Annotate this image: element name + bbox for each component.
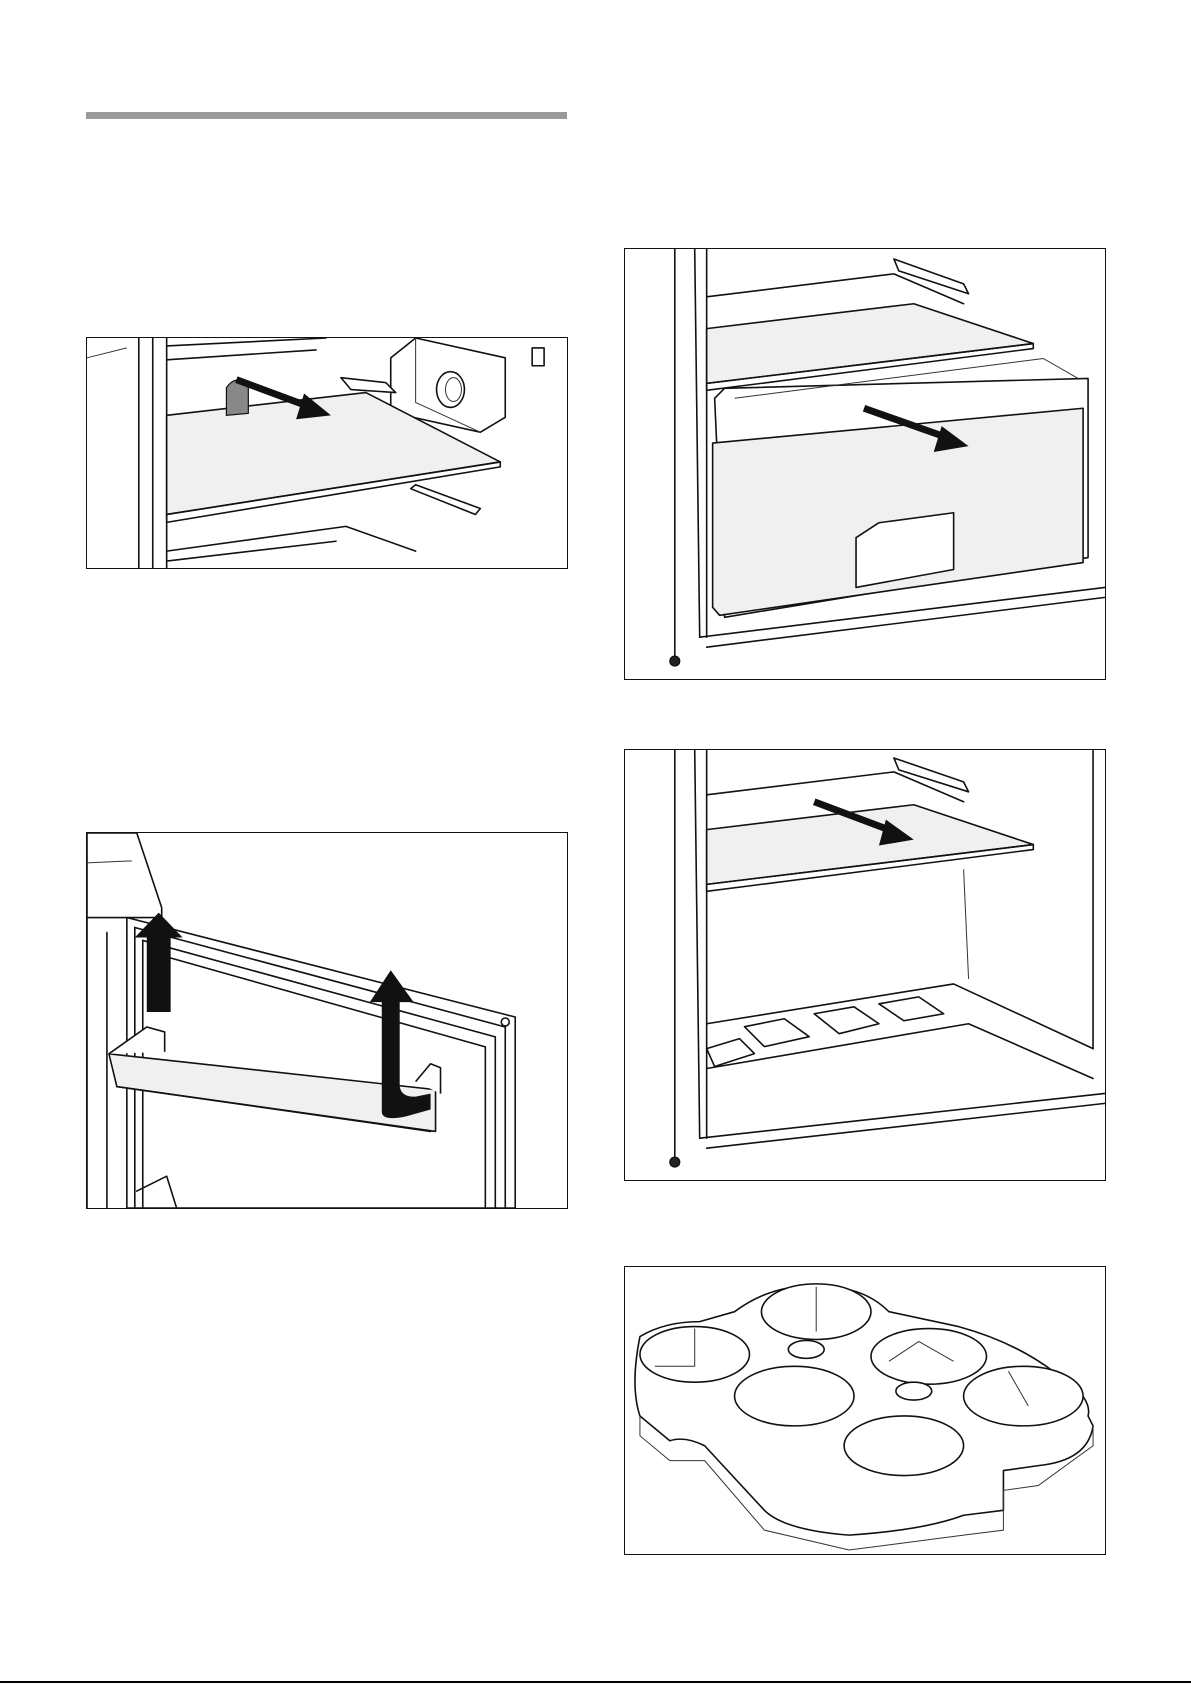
glass-shelf-removal-illustration [624,749,1106,1181]
page-bottom-rule [0,1681,1191,1683]
egg-tray-illustration [624,1266,1106,1555]
crisper-drawer-removal-illustration [624,248,1106,680]
shelf-removal-illustration [86,337,568,569]
section-header-rule [86,112,567,119]
door-shelf-removal-illustration [86,832,568,1209]
